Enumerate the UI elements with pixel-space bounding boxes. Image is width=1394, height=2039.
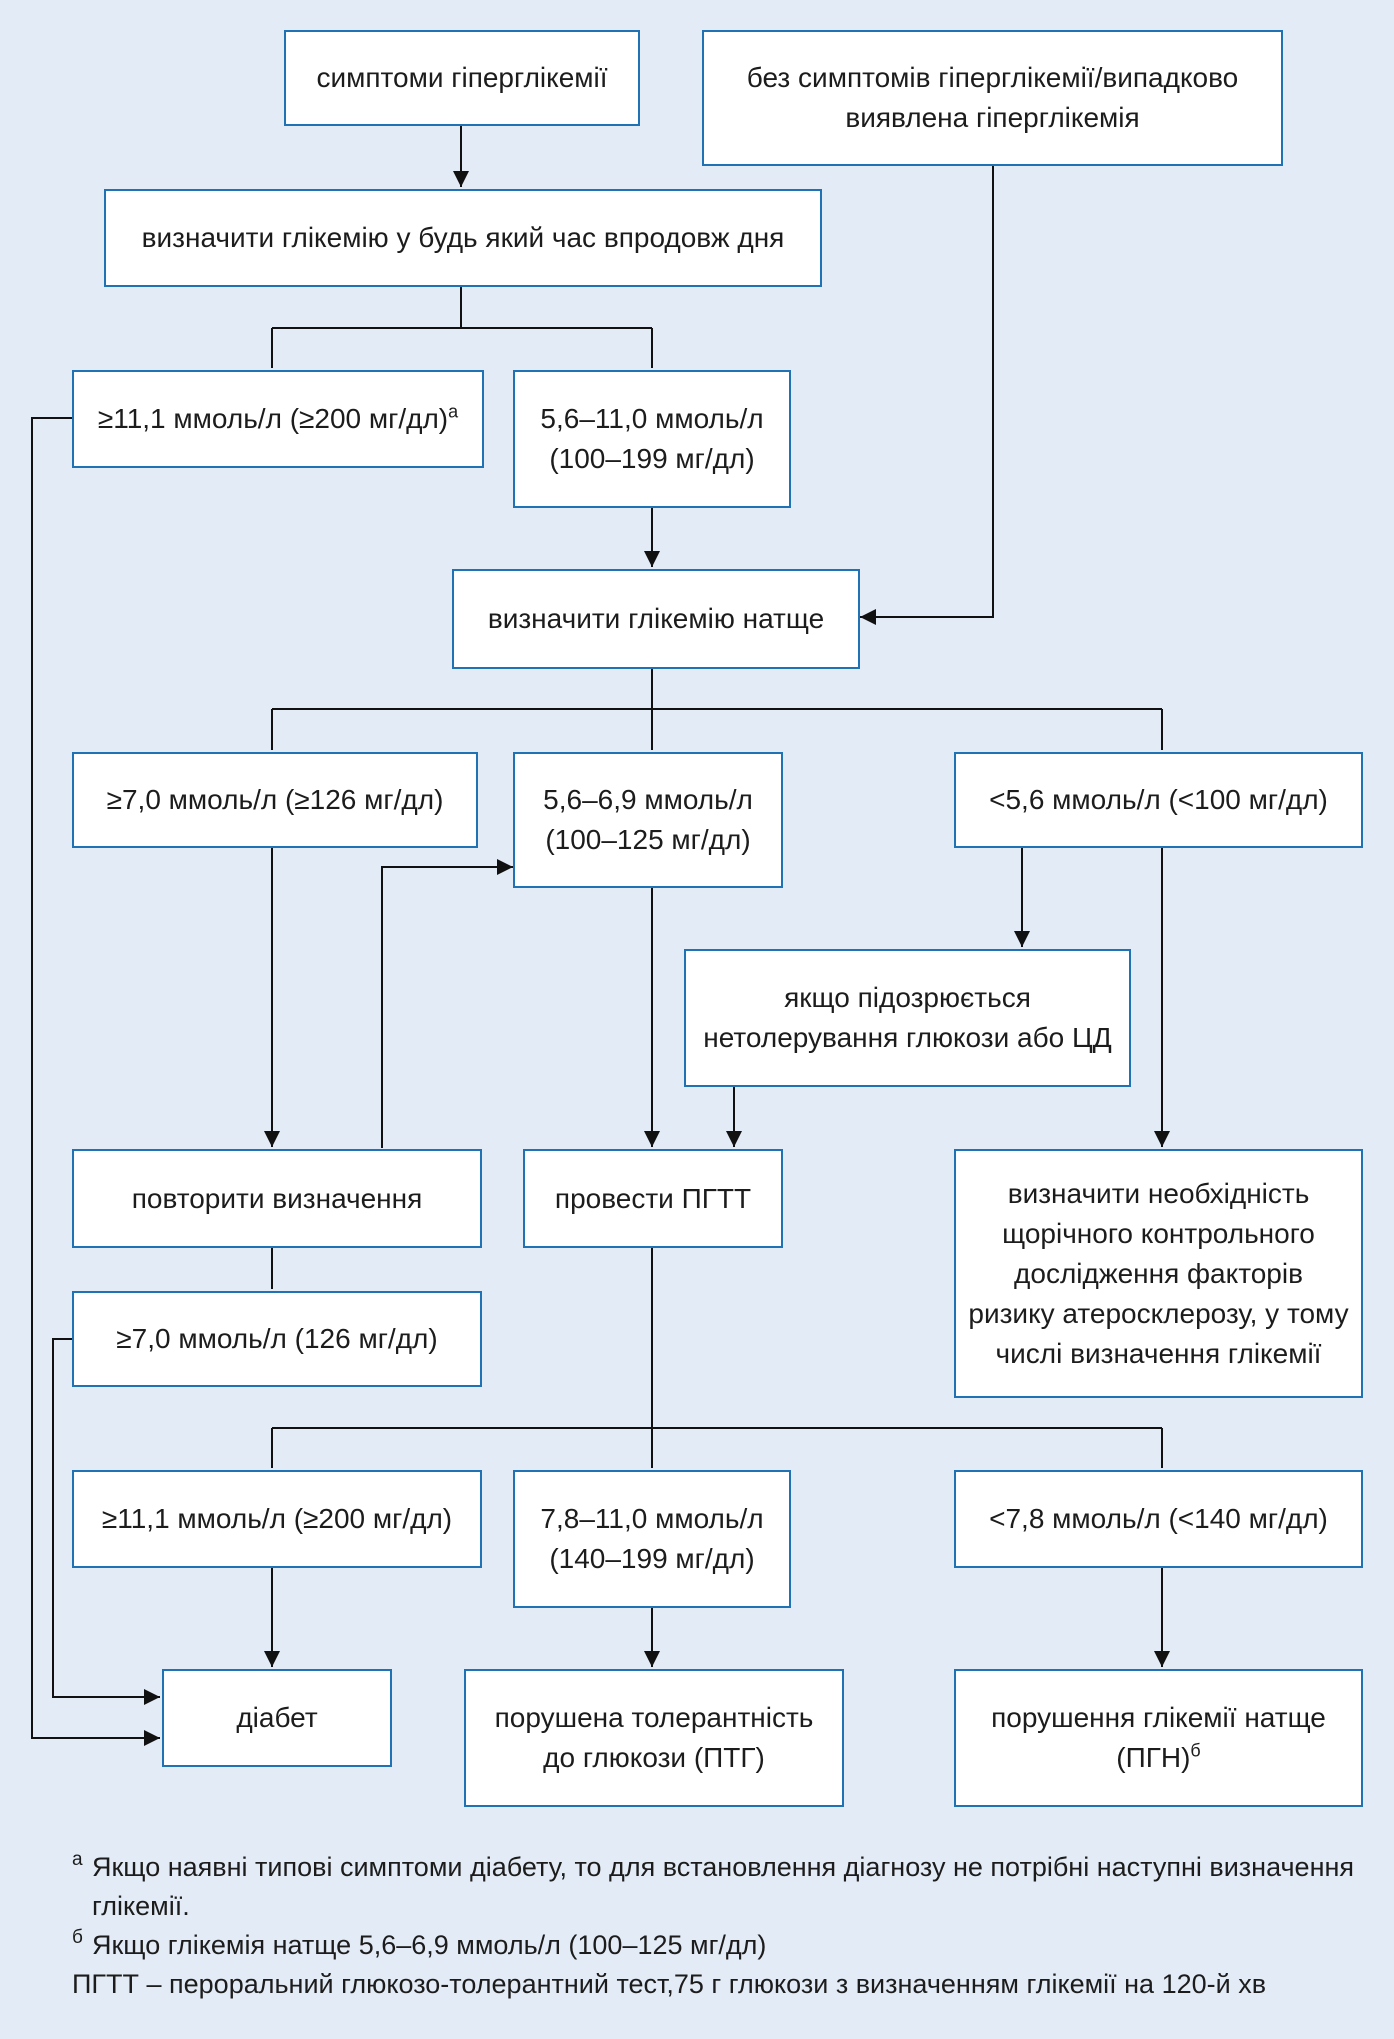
box-ogtt-normal: <7,8 ммоль/л (<140 мг/дл): [954, 1470, 1363, 1568]
box-label: <7,8 ммоль/л (<140 мг/дл): [989, 1503, 1328, 1534]
box-label: без симптомів гіперглікемії/випадково ви…: [746, 62, 1239, 133]
box-label: ≥7,0 ммоль/л (126 мг/дл): [116, 1323, 438, 1354]
box-fasting-glucose: визначити глікемію натще: [452, 569, 860, 669]
box-fasting-mid: 5,6–6,9 ммоль/л (100–125 мг/дл): [513, 752, 783, 888]
box-label: якщо підозрюється нетолерування глюкози …: [703, 982, 1112, 1053]
box-repeat-test: повторити визначення: [72, 1149, 482, 1248]
footnote-a-marker: а: [72, 1849, 83, 1870]
box-no-symptoms: без симптомів гіперглікемії/випадково ви…: [702, 30, 1283, 166]
box-hyperglycemia-symptoms: симптоми гіперглікемії: [284, 30, 640, 126]
footnote-abbreviation: ПГТТ – пероральний глюкозо-толерантний т…: [72, 1969, 1267, 1999]
box-label: 5,6–11,0 ммоль/л (100–199 мг/дл): [540, 403, 764, 474]
footnote-a: а Якщо наявні типові симптоми діабету, т…: [72, 1848, 1362, 1926]
box-ogtt-mid: 7,8–11,0 ммоль/л (140–199 мг/дл): [513, 1470, 791, 1608]
box-label: визначити глікемію натще: [487, 603, 825, 634]
box-ifg: порушення глікемії натще (ПГН)б: [954, 1669, 1363, 1807]
box-label: 5,6–6,9 ммоль/л (100–125 мг/дл): [543, 784, 753, 855]
box-random-mid: 5,6–11,0 ммоль/л (100–199 мг/дл): [513, 370, 791, 508]
box-random-high: ≥11,1 ммоль/л (≥200 мг/дл)а: [72, 370, 484, 468]
box-label: діабет: [236, 1702, 318, 1733]
box-label: визначити необхідність щорічного контрол…: [968, 1177, 1349, 1369]
box-suspected-intolerance: якщо підозрюється нетолерування глюкози …: [684, 949, 1131, 1087]
box-label: повторити визначення: [131, 1182, 423, 1214]
box-ogtt-high: ≥11,1 ммоль/л (≥200 мг/дл): [72, 1470, 482, 1568]
box-label: визначити глікемію у будь який час впрод…: [141, 222, 785, 253]
box-label: порушення глікемії натще (ПГН)б: [991, 1702, 1326, 1773]
box-diabetes: діабет: [162, 1669, 392, 1767]
box-label: ≥11,1 ммоль/л (≥200 мг/дл): [101, 1503, 453, 1534]
box-label: ≥11,1 ммоль/л (≥200 мг/дл)а: [97, 401, 459, 434]
box-label: симптоми гіперглікемії: [316, 62, 608, 93]
footnote-marker-b: б: [1190, 1740, 1201, 1761]
connector-b6-split: [271, 669, 1163, 750]
box-label: 7,8–11,0 ммоль/л (140–199 мг/дл): [540, 1503, 764, 1574]
connector-b11-b8: [381, 859, 513, 1148]
footnote-marker-a: а: [448, 401, 459, 422]
footnotes: а Якщо наявні типові симптоми діабету, т…: [72, 1848, 1362, 2004]
box-igt: порушена толерантність до глюкози (ПТГ): [464, 1669, 844, 1807]
connector-b2-b6: [860, 166, 994, 625]
box-label: <5,6 ммоль/л (<100 мг/дл): [989, 784, 1328, 815]
box-fasting-normal: <5,6 ммоль/л (<100 мг/дл): [954, 752, 1363, 848]
connector-b3-split: [271, 287, 653, 368]
connector-b4-b18: [31, 417, 160, 1746]
footnote-a-text: Якщо наявні типові симптоми діабету, то …: [92, 1852, 1355, 1921]
footnote-b-marker: б: [72, 1927, 83, 1948]
footnote-b: б Якщо глікемія натще 5,6–6,9 ммоль/л (1…: [72, 1926, 1362, 1965]
box-annual-screening: визначити необхідність щорічного контрол…: [954, 1149, 1363, 1398]
box-random-glucose: визначити глікемію у будь який час впрод…: [104, 189, 822, 287]
connector-b12-split: [271, 1248, 1163, 1468]
box-label: ≥7,0 ммоль/л (≥126 мг/дл): [106, 784, 444, 815]
box-perform-ogtt: провести ПГТТ: [523, 1149, 783, 1248]
box-label: порушена толерантність до глюкози (ПТГ): [494, 1702, 814, 1773]
box-fasting-high: ≥7,0 ммоль/л (≥126 мг/дл): [72, 752, 478, 848]
flowchart-connectors: [31, 126, 1170, 1746]
box-label: провести ПГТТ: [554, 1182, 752, 1214]
footnote-b-text: Якщо глікемія натще 5,6–6,9 ммоль/л (100…: [92, 1930, 767, 1960]
box-repeat-high: ≥7,0 ммоль/л (126 мг/дл): [72, 1291, 482, 1387]
